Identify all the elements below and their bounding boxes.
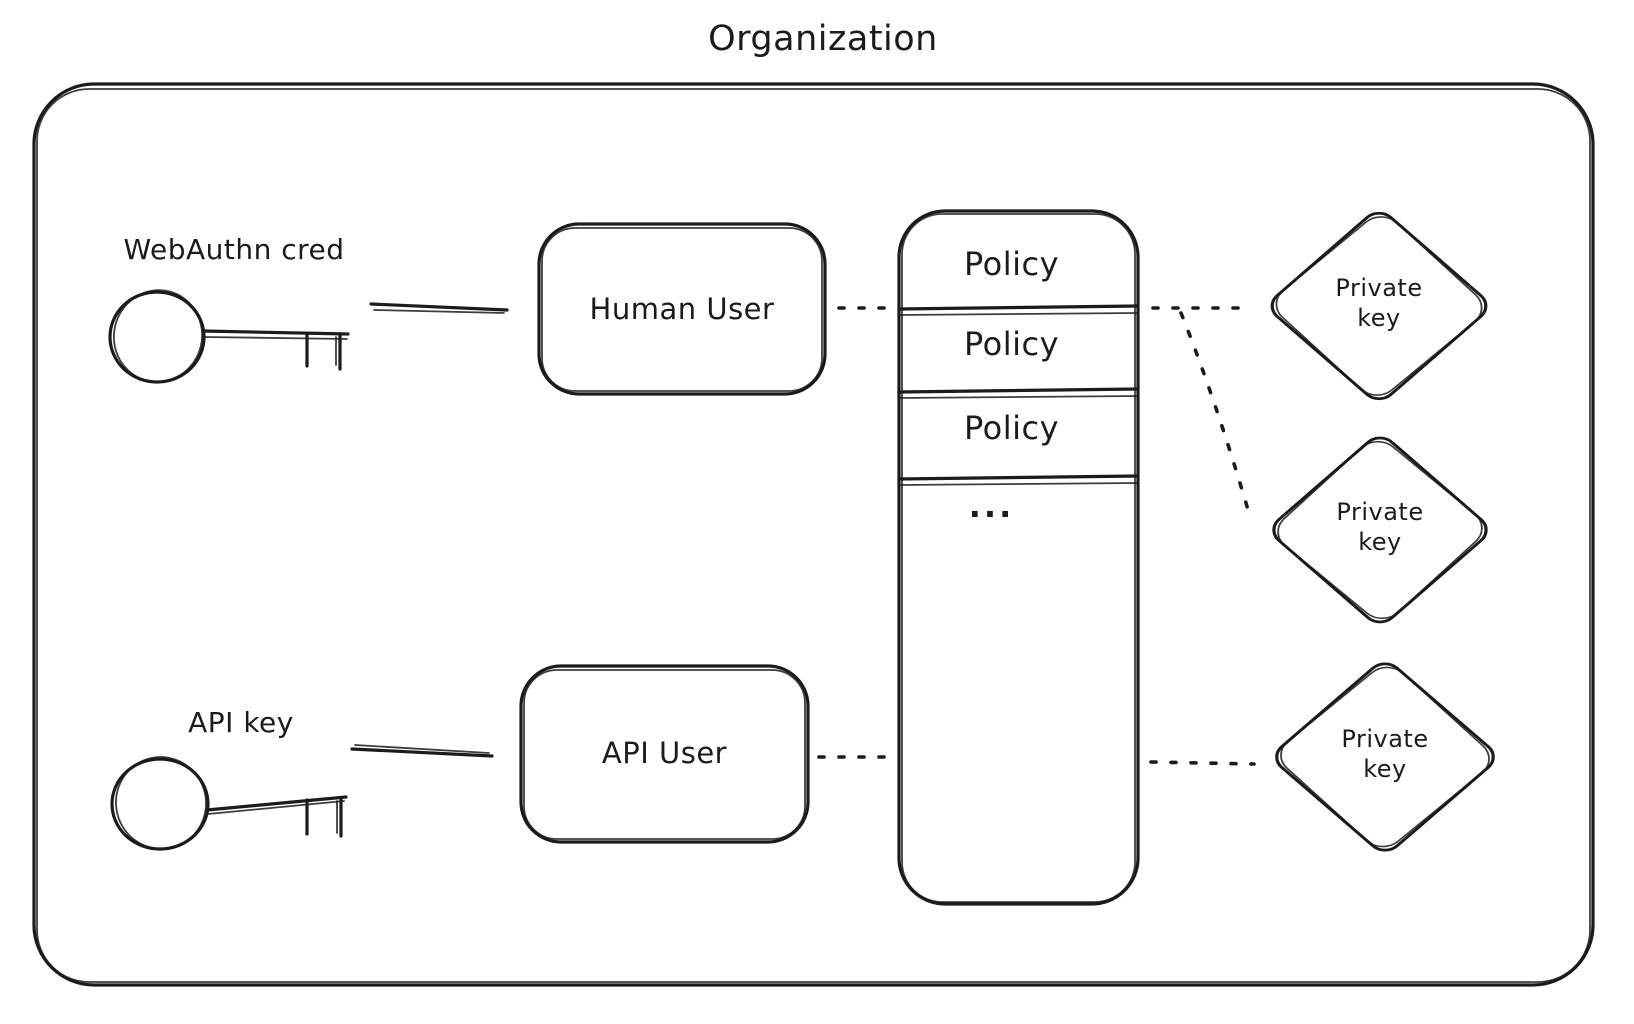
api-key-label: API key: [188, 706, 294, 739]
policy-divider: [897, 474, 1140, 486]
dotted-connector-policy-to-private-key-2: [1179, 311, 1253, 522]
private-key-label: Private key: [1335, 274, 1423, 332]
human-user-box-label: Human User: [589, 292, 775, 326]
key-icon: [108, 289, 350, 384]
policy-section-label: Policy: [963, 325, 1060, 363]
policy-divider: [897, 387, 1140, 399]
key-icon: [110, 756, 348, 851]
private-key-label: Private key: [1336, 498, 1424, 556]
policy-section-label: Policy: [963, 409, 1060, 447]
api-user-box-label: API User: [601, 736, 728, 770]
dotted-connector-policy-to-private-key-3: [1149, 760, 1256, 766]
organization-container: [32, 82, 1595, 987]
policy-stack: [897, 209, 1140, 906]
diagram-title: Organization: [708, 19, 938, 59]
human-user-box: [537, 222, 827, 396]
policy-divider: [897, 304, 1140, 316]
private-key-diamond: [1275, 662, 1495, 852]
policy-section-label: Policy: [963, 245, 1060, 283]
webauthn-cred-label: WebAuthn cred: [123, 233, 345, 266]
connector-apikey-to-api-user: [350, 744, 494, 758]
private-key-diamond: [1272, 436, 1488, 624]
policy-more-indicator: ...: [968, 487, 1015, 525]
api-user-box: [519, 664, 810, 844]
private-key-label: Private key: [1341, 725, 1429, 783]
connector-webauthn-to-human-user: [369, 302, 509, 314]
private-key-diamond: [1270, 211, 1488, 401]
